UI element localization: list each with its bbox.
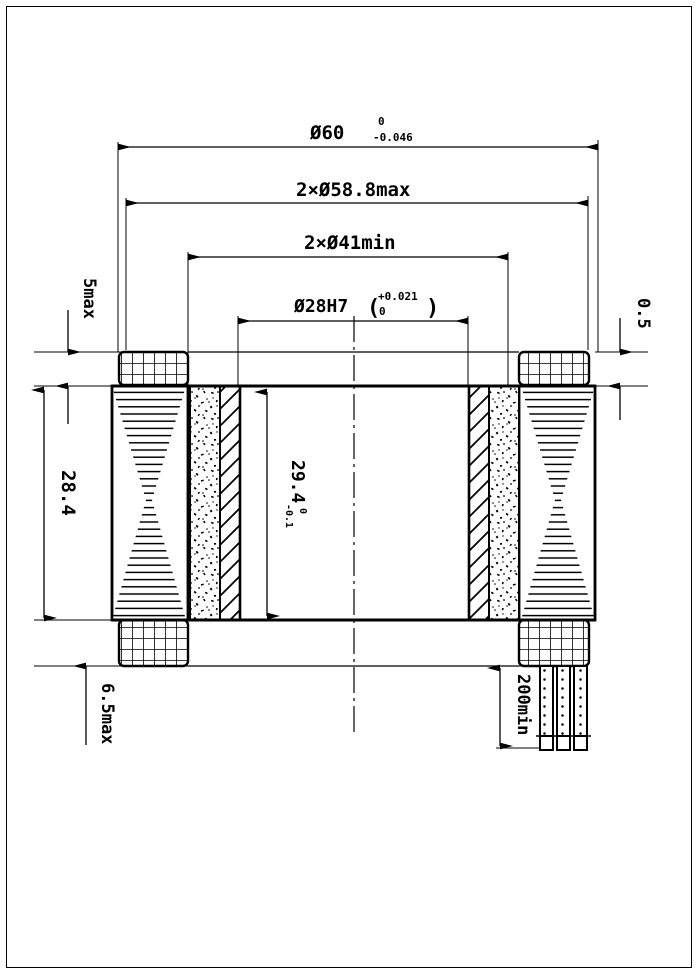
grid-block-bottom-left	[117, 618, 190, 668]
top-flange-thickness-label: 5max	[79, 278, 99, 319]
grid-block-bottom-right	[517, 618, 591, 668]
bore-length-value: 29.4	[287, 460, 308, 504]
bore-tol-close-paren: )	[426, 296, 439, 321]
outer-diameter-lower-tol: -0.046	[373, 131, 413, 144]
inner-flange-diameter-label: 2×Ø41min	[304, 232, 396, 254]
coil-winding-right	[517, 384, 597, 622]
drawing-border-frame	[6, 6, 692, 968]
potting-compound-left	[189, 385, 221, 621]
outer-diameter-value: Ø60	[309, 122, 344, 144]
body-height-label: 28.4	[57, 470, 79, 516]
dim-bore-length-label: 29.4 0 -0.1	[283, 460, 308, 528]
flange-diameter-label: 2×Ø58.8max	[296, 179, 410, 201]
hatch-sleeve-left	[219, 385, 241, 621]
bore-diameter-value: Ø28H7	[293, 296, 348, 317]
lead-wire-bundle	[536, 665, 591, 751]
lead-length-label: 200min	[513, 674, 533, 735]
potting-compound-right	[488, 385, 520, 621]
outer-diameter-upper-tol: 0	[378, 115, 385, 128]
dim-bore-diameter-label: Ø28H7 ( +0.021 0 )	[293, 290, 439, 321]
right-gap-label: 0.5	[633, 298, 653, 329]
coil-winding-left	[110, 384, 190, 622]
bore-diameter-upper-tol: +0.021	[378, 290, 418, 303]
bore-length-lower-tol: -0.1	[283, 504, 294, 528]
grid-block-top-left	[117, 350, 190, 387]
hatch-sleeve-right	[468, 385, 490, 621]
bore-tol-open-paren: (	[367, 296, 380, 321]
bore-diameter-lower-tol: 0	[379, 305, 386, 318]
grid-block-top-right	[517, 350, 591, 387]
dim-outer-diameter-label: Ø60 0 -0.046	[309, 115, 413, 144]
bottom-flange-thickness-label: 6.5max	[97, 683, 117, 744]
bore-length-upper-tol: 0	[297, 508, 308, 514]
